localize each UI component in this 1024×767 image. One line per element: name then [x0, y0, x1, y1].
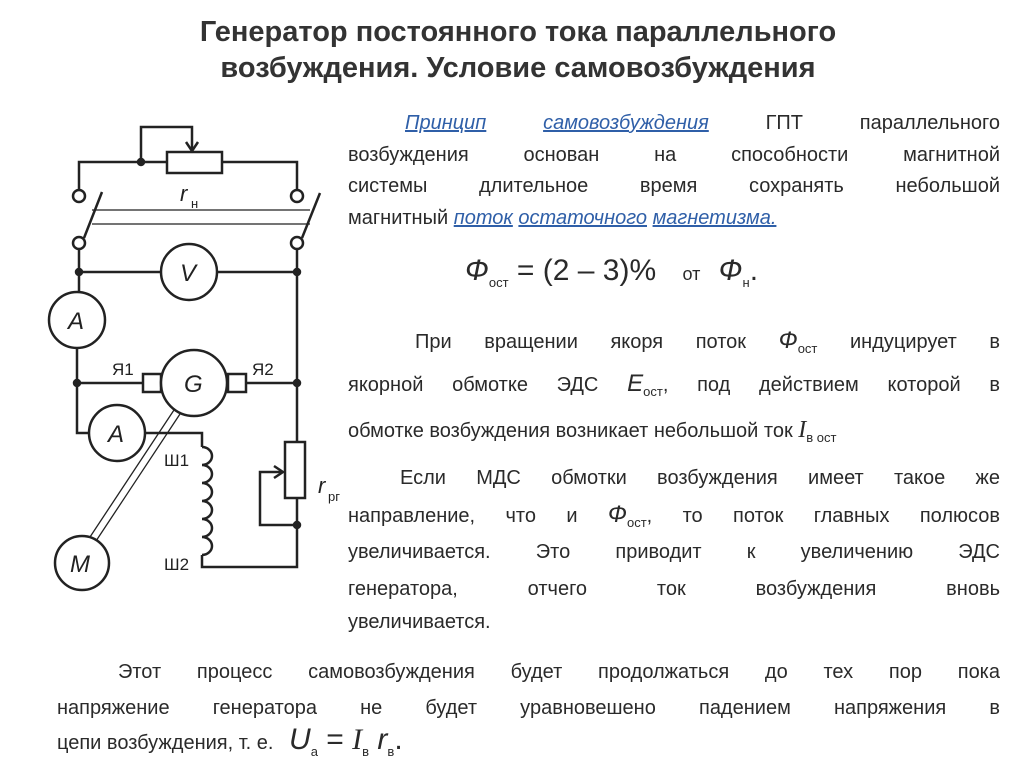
- field-rheostat-slider: [258, 470, 297, 527]
- load-resistor: [165, 150, 224, 175]
- slide-title-line2: возбуждения. Условие самовозбуждения: [220, 52, 816, 84]
- wire-top: [77, 160, 167, 190]
- link-self-excitation[interactable]: самовозбуждения: [543, 112, 709, 134]
- label-motor: M: [70, 551, 90, 578]
- p3-line3: увеличивается. Это приводит к увеличению…: [348, 541, 1000, 563]
- label-ammeter1: A: [66, 308, 84, 335]
- formula-residual-flux: Фост = (2 – 3)% от Фн.: [465, 254, 759, 290]
- brush-ya2: [226, 372, 248, 394]
- link-flux[interactable]: поток: [453, 207, 513, 229]
- terminal: [289, 235, 305, 251]
- p1-line4: магнитный поток остаточного магнетизма.: [348, 207, 777, 229]
- voltmeter: [159, 242, 219, 302]
- slide-title-line1: Генератор постоянного тока параллельного: [199, 16, 837, 48]
- p1-line1: Принцип самовозбуждения ГПТ параллельног…: [405, 112, 1000, 134]
- p1-line3: системы длительное время сохранять небол…: [348, 175, 1000, 197]
- generator: [159, 348, 229, 418]
- label-sh1: Ш1: [164, 451, 189, 470]
- label-ya2: Я2: [252, 360, 274, 379]
- p2-line2: якорной обмотке ЭДС Eост, под действием …: [348, 370, 1000, 400]
- p1-line2: возбуждения основан на способности магни…: [348, 144, 1000, 166]
- circuit-diagram: r н V A G A M Я1 Я2 Ш1 Ш2 r рг: [47, 125, 340, 592]
- p4-line2: напряжение генератора не будет уравновеш…: [57, 697, 1000, 719]
- link-principle[interactable]: Принцип: [405, 112, 487, 134]
- label-ya1: Я1: [112, 360, 134, 379]
- p3-line4: генератора, отчего ток возбуждения вновь: [348, 578, 1000, 600]
- field-rheostat: [283, 440, 307, 500]
- link-residual[interactable]: остаточного: [518, 207, 647, 229]
- svg-text:рг: рг: [328, 489, 340, 504]
- terminal: [289, 188, 305, 204]
- load-rheostat-slider: [139, 125, 194, 162]
- svg-text:н: н: [191, 196, 198, 211]
- p2-line3: обмотке возбуждения возникает небольшой …: [348, 417, 837, 445]
- switch-blade: [82, 191, 104, 239]
- label-rrg: r: [318, 473, 327, 498]
- label-ammeter2: A: [106, 421, 124, 448]
- label-sh2: Ш2: [164, 555, 189, 574]
- field-coil: [201, 445, 214, 557]
- p4-line3: цепи возбуждения, т. е. Uа = Iв rв.: [57, 723, 403, 760]
- p2-line1: При вращении якоря поток Фост индуцирует…: [415, 327, 1001, 357]
- p3-line5: увеличивается.: [348, 611, 491, 633]
- link-magnetism[interactable]: магнетизма.: [652, 207, 777, 229]
- label-generator: G: [184, 371, 203, 398]
- p3-line1: Если МДС обмотки возбуждения имеет такое…: [400, 467, 1000, 489]
- terminal: [71, 188, 87, 204]
- p3-line2: направление, что и Фост, то поток главны…: [348, 501, 1000, 531]
- p4-line1: Этот процесс самовозбуждения будет продо…: [118, 661, 1000, 683]
- brush-ya1: [141, 372, 163, 394]
- switch-blade: [300, 192, 322, 239]
- label-voltmeter: V: [180, 260, 198, 287]
- terminal: [71, 235, 87, 251]
- label-rn: r: [180, 181, 189, 206]
- shaft: [95, 413, 181, 542]
- motor: [53, 534, 111, 592]
